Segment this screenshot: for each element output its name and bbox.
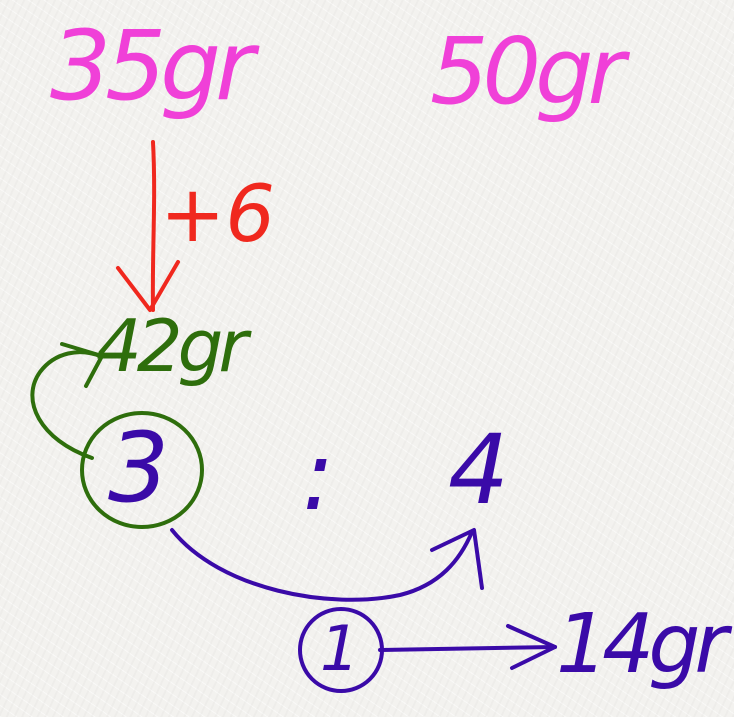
difference-part: 1 xyxy=(320,612,360,685)
green-circle xyxy=(80,411,204,529)
ratio-left: 3 xyxy=(108,412,170,524)
ratio-right: 4 xyxy=(448,414,510,526)
new-amount: 42gr xyxy=(96,304,248,388)
purple-curved-arrow xyxy=(170,528,484,602)
top-right-amount: 50gr xyxy=(430,18,625,125)
top-left-amount: 35gr xyxy=(50,10,255,122)
increase-label: +6 xyxy=(160,170,275,260)
ratio-separator: : xyxy=(302,420,335,532)
red-down-arrow xyxy=(116,140,180,312)
result-amount: 14gr xyxy=(556,597,728,692)
purple-right-arrow xyxy=(378,624,557,670)
green-curved-arrow xyxy=(30,342,104,460)
